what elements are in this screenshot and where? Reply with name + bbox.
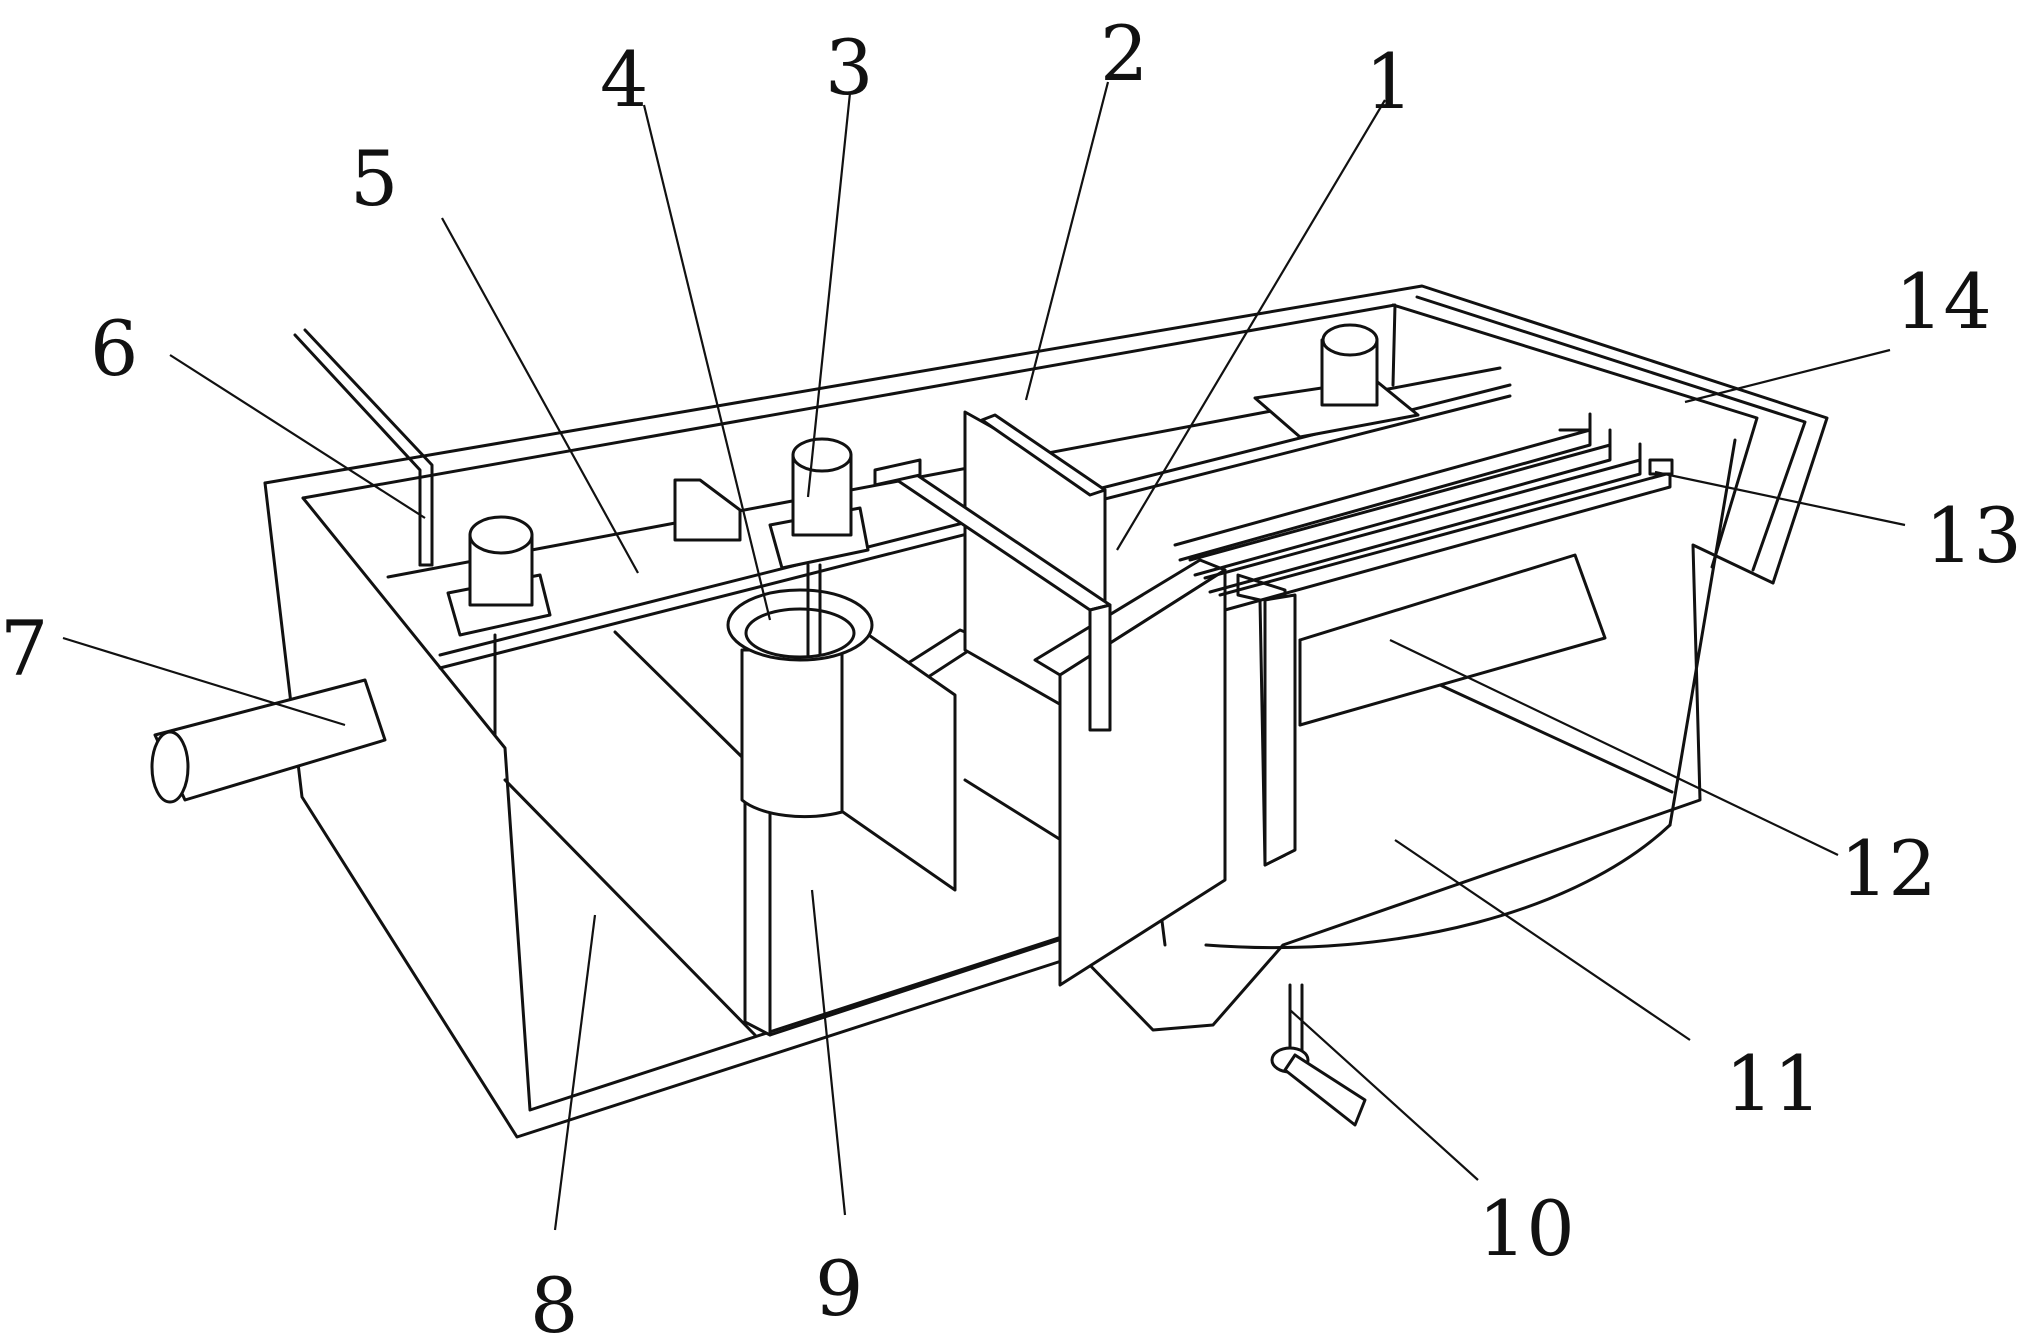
callout-4: 4: [600, 35, 648, 124]
motor-left: [446, 515, 552, 637]
feed-pipe: [293, 328, 434, 567]
motor-right: [1253, 323, 1420, 439]
callout-10: 10: [1478, 1184, 1575, 1273]
callout-2: 2: [1100, 9, 1148, 98]
callout-14: 14: [1895, 257, 1992, 346]
leader-lines: [62, 81, 1906, 1231]
callout-11: 11: [1725, 1039, 1822, 1128]
callout-3: 3: [825, 23, 873, 112]
callout-13: 13: [1925, 491, 2022, 580]
rake-bars: [1173, 412, 1674, 612]
reference-numerals: 1 2 3 4 5 6 7 8 9 10 11 12 13 14: [0, 9, 2022, 1343]
separator-plate: [1236, 573, 1297, 867]
motor-center: [768, 437, 870, 570]
callout-7: 7: [0, 604, 48, 693]
callout-8: 8: [530, 1261, 578, 1343]
cylinder-vessel: [726, 563, 874, 819]
drain-valve: [1270, 983, 1367, 1127]
tank-body: [263, 284, 1829, 1139]
callout-5: 5: [350, 134, 398, 223]
callout-12: 12: [1840, 824, 1937, 913]
callout-1: 1: [1365, 37, 1413, 126]
callout-9: 9: [815, 1244, 863, 1333]
scraper-blade: [1298, 553, 1607, 727]
callout-6: 6: [90, 304, 138, 393]
inlet-pipe: [150, 678, 387, 804]
partition-plates: [673, 410, 1227, 1037]
